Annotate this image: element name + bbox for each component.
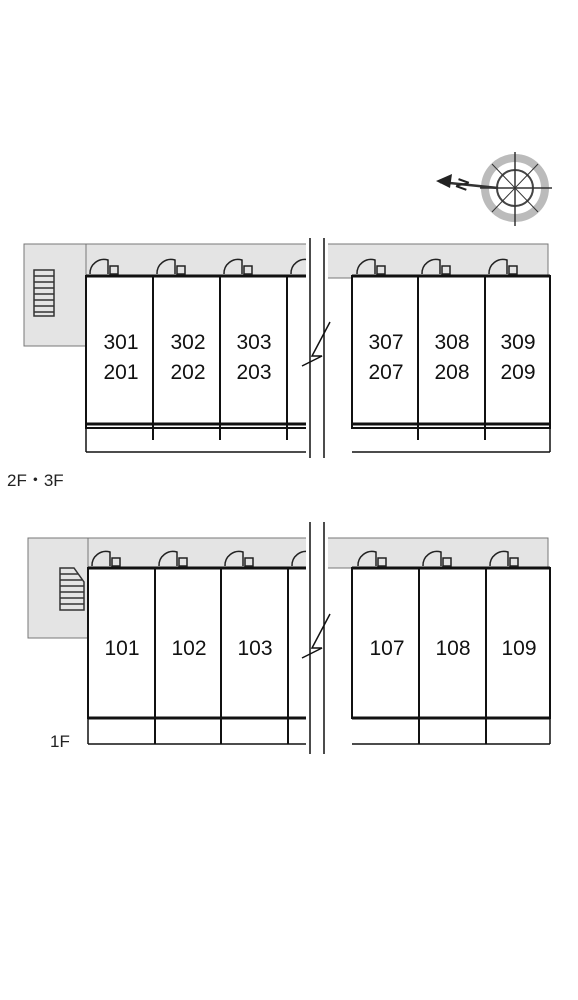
break-symbol-lower — [301, 522, 331, 762]
corridor-lower — [27, 537, 549, 569]
unit-label: 103 — [237, 637, 273, 660]
balcony-upper — [85, 422, 551, 453]
floor-label-lower: 1F — [50, 732, 70, 751]
break-symbol-upper — [301, 238, 331, 458]
corridor-upper — [23, 243, 549, 279]
unit-label: 109 — [501, 637, 537, 660]
stairs-icon-upper — [33, 269, 55, 317]
floor-plan-upper-drawing — [23, 238, 551, 458]
stairs-icon-lower — [59, 567, 85, 611]
compass-rose-icon: N — [436, 152, 552, 226]
balcony-lower — [87, 716, 551, 745]
floor-label-upper: 2F・3F — [7, 471, 64, 490]
north-letter: N — [453, 176, 473, 193]
unit-label: 108 — [435, 637, 471, 660]
unit-label: 102 — [171, 637, 207, 660]
door-icons-lower — [91, 550, 519, 567]
stair-landing-lower — [27, 537, 89, 639]
floor-plan-lower-drawing — [27, 522, 551, 762]
unit-label: 107 — [369, 637, 405, 660]
floor-plan-lower: 101 102 103 107 108 109 — [0, 522, 578, 762]
door-icons-upper — [89, 258, 518, 275]
unit-label: 101 — [104, 637, 140, 660]
